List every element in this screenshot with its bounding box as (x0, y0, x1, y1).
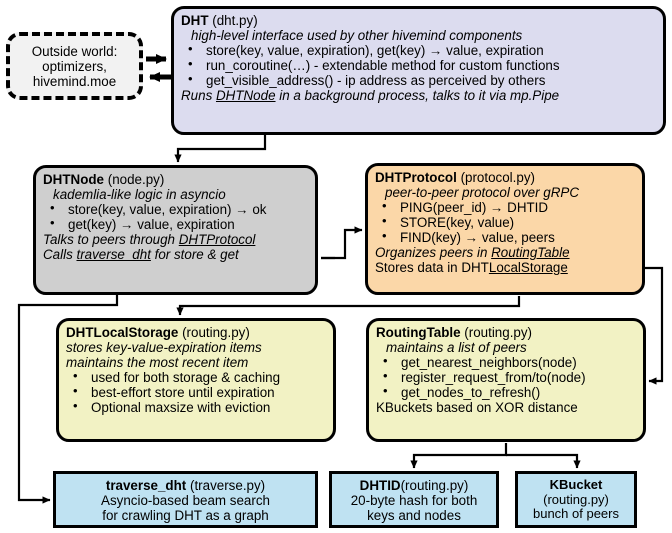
dhtprotocol-footer-2: Stores data in DHTLocalStorage (375, 260, 635, 275)
dhtnode-bullet-2: get(key) → value, expiration (43, 216, 308, 232)
dhtprotocol-bullet-2: STORE(key, value) (375, 214, 635, 230)
storage-bullet-3: Optional maxsize with eviction (66, 399, 326, 415)
dht-footer: Runs DHTNode in a background process, ta… (181, 88, 656, 103)
routing-bullets: get_nearest_neighbors(node) register_req… (376, 354, 636, 400)
dhtprotocol-bullet-1: PING(peer_id) → DHTID (375, 199, 635, 215)
dhtnode-bullet-1: store(key, value, expiration) → ok (43, 201, 308, 217)
dhtprotocol-subtitle: peer-to-peer protocol over gRPC (385, 185, 580, 200)
outside-line-1: Outside world: (31, 44, 118, 59)
edge-routing-to-leaves (410, 443, 581, 469)
routing-title-row: RoutingTable (routing.py) (376, 325, 636, 340)
node-routingtable: RoutingTable (routing.py) maintains a li… (366, 318, 646, 442)
dhtid-title-row: DHTID(routing.py) (339, 478, 489, 493)
dhtprotocol-module: (protocol.py) (460, 170, 535, 185)
dhtprotocol-bullets: PING(peer_id) → DHTID STORE(key, value) … (375, 199, 635, 245)
storage-bullets: used for both storage & caching best-eff… (66, 369, 326, 415)
node-outside-world: Outside world: optimizers, hivemind.moe (6, 32, 143, 100)
node-traverse-dht: traverse_dht (traverse.py) Asyncio-based… (53, 471, 318, 528)
storage-module: (routing.py) (182, 325, 250, 340)
dhtprotocol-bullet-3: FIND(key) → value, peers (375, 229, 635, 245)
dhtid-module: (routing.py) (400, 478, 469, 493)
dhtid-title: DHTID (359, 478, 401, 493)
dhtprotocol-footer-1: Organizes peers in RoutingTable (375, 245, 635, 260)
traverse-module: (traverse.py) (189, 478, 266, 493)
dhtprotocol-title-row: DHTProtocol (protocol.py) (375, 170, 635, 185)
dhtnode-footer2-post: for store & get (150, 247, 239, 262)
dhtnode-link-traverse-dht[interactable]: traverse_dht (76, 247, 151, 262)
dhtnode-bullets: store(key, value, expiration) → ok get(k… (43, 201, 308, 232)
edge-protocol-to-storage (176, 296, 521, 316)
node-dht: DHT (dht.py) high-level interface used b… (171, 6, 666, 135)
dht-footer-pre: Runs (181, 88, 216, 103)
traverse-line-1: Asyncio-based beam search (101, 493, 270, 508)
routing-module: (routing.py) (464, 325, 533, 340)
dhtnode-footer2-pre: Calls (43, 247, 77, 262)
dhtprotocol-footer1-pre: Organizes peers in (375, 245, 492, 260)
dhtnode-link-dhtprotocol[interactable]: DHTProtocol (178, 232, 256, 247)
node-dhtid: DHTID(routing.py) 20-byte hash for both … (329, 471, 499, 528)
dhtprotocol-link-localstorage[interactable]: LocalStorage (488, 260, 568, 275)
edge-dht-to-node (174, 131, 267, 163)
dht-subtitle: high-level interface used by other hivem… (191, 28, 523, 43)
node-kbucket: KBucket (routing.py) bunch of peers (515, 471, 637, 528)
dhtnode-module: (node.py) (107, 172, 165, 187)
routing-bullet-2: register_request_from/to(node) (376, 369, 636, 385)
traverse-title: traverse_dht (105, 478, 187, 493)
traverse-title-row: traverse_dht (traverse.py) (63, 478, 308, 493)
storage-bullet-2: best-effort store until expiration (66, 384, 326, 400)
dht-module: (dht.py) (212, 13, 258, 28)
dht-bullets: store(key, value, expiration), get(key) … (181, 42, 656, 88)
dhtnode-subtitle: kademlia-like logic in asyncio (53, 187, 226, 202)
dhtid-line-1: 20-byte hash for both (350, 493, 478, 508)
storage-title: DHTLocalStorage (66, 325, 179, 340)
node-dhtlocalstorage: DHTLocalStorage (routing.py) stores key-… (56, 318, 336, 442)
dht-bullet-2: run_coroutine(…) - extendable method for… (181, 57, 656, 73)
dhtnode-footer-1: Talks to peers through DHTProtocol (43, 232, 308, 247)
kbucket-module: (routing.py) (543, 491, 609, 507)
dht-bullet-3: get_visible_address() - ip address as pe… (181, 72, 656, 88)
dhtnode-title-row: DHTNode (node.py) (43, 172, 308, 187)
dht-title: DHT (181, 13, 209, 28)
storage-bullet-1: used for both storage & caching (66, 369, 326, 385)
dhtid-line-2: keys and nodes (367, 508, 461, 523)
dht-footer-post: in a background process, talks to it via… (275, 88, 560, 103)
storage-subtitle-2: maintains the most recent item (66, 355, 249, 370)
routing-subtitle: maintains a list of peers (386, 340, 527, 355)
dht-footer-link-dhtnode[interactable]: DHTNode (215, 88, 276, 103)
node-dhtnode: DHTNode (node.py) kademlia-like logic in… (33, 165, 318, 295)
outside-line-3: hivemind.moe (32, 74, 117, 89)
outside-line-2: optimizers, (42, 59, 107, 74)
routing-footer: KBuckets based on XOR distance (376, 400, 578, 415)
traverse-line-2: for crawling DHT as a graph (102, 508, 269, 523)
node-dhtprotocol: DHTProtocol (protocol.py) peer-to-peer p… (365, 163, 645, 295)
dhtnode-title: DHTNode (43, 172, 104, 187)
storage-subtitle-1: stores key-value-expiration items (66, 340, 262, 355)
edge-node-to-protocol (321, 226, 363, 260)
routing-bullet-3: get_nodes_to_refresh() (376, 384, 636, 400)
dhtnode-footer1-pre: Talks to peers through (43, 232, 179, 247)
storage-title-row: DHTLocalStorage (routing.py) (66, 325, 326, 340)
dhtprotocol-title: DHTProtocol (375, 170, 457, 185)
dhtprotocol-link-routingtable[interactable]: RoutingTable (491, 245, 570, 260)
dht-title-row: DHT (dht.py) (181, 13, 656, 28)
dht-bullet-1: store(key, value, expiration), get(key) … (181, 42, 656, 58)
routing-bullet-1: get_nearest_neighbors(node) (376, 354, 636, 370)
dhtprotocol-footer2-pre: Stores data in DHT (375, 260, 489, 275)
dhtnode-footer-2: Calls traverse_dht for store & get (43, 247, 308, 262)
kbucket-title: KBucket (549, 477, 603, 492)
routing-title: RoutingTable (376, 325, 461, 340)
kbucket-line-1: bunch of peers (532, 506, 619, 522)
